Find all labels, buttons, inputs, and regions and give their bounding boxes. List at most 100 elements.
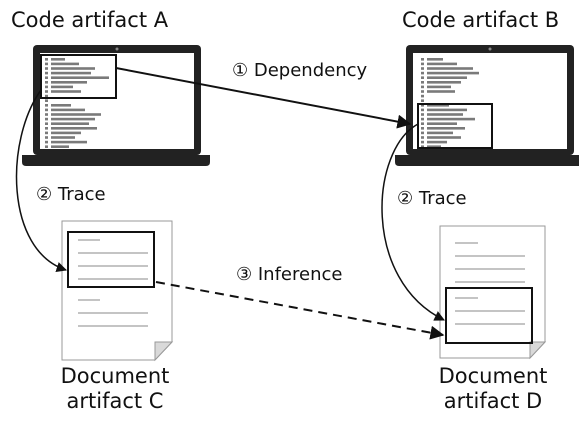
code-line <box>427 67 473 70</box>
code-line-marker <box>421 122 424 125</box>
code-line <box>427 122 457 125</box>
code-line-marker <box>421 90 424 93</box>
code-line <box>427 58 443 61</box>
code-line-marker <box>45 99 48 102</box>
code-line <box>51 131 81 135</box>
code-line <box>427 127 465 130</box>
laptop-b-icon <box>395 45 579 166</box>
code-line <box>51 117 95 121</box>
code-line <box>51 136 75 139</box>
code-line-marker <box>45 127 48 130</box>
edge-trace-a-c <box>15 89 67 273</box>
code-line <box>51 85 73 89</box>
code-line <box>427 136 461 139</box>
code-line <box>51 81 87 84</box>
code-line-marker <box>421 145 424 148</box>
laptop-a-icon <box>22 45 210 166</box>
code-selection-b <box>417 103 493 149</box>
code-line-marker <box>45 104 48 107</box>
code-line-marker <box>421 94 424 98</box>
code-line-marker <box>421 113 424 116</box>
code-line-marker <box>421 127 424 130</box>
document-c-label: Document artifact C <box>40 364 190 414</box>
code-line <box>51 113 101 116</box>
code-artifact-b-title: Code artifact B <box>402 8 560 32</box>
code-line <box>51 108 85 112</box>
code-line <box>51 76 109 79</box>
code-line-marker <box>45 140 48 144</box>
code-line <box>427 76 467 79</box>
doc-selection-d <box>445 287 533 344</box>
code-line <box>51 58 65 61</box>
code-line <box>427 104 449 107</box>
code-line <box>427 131 453 135</box>
trace-label-right: ② Trace <box>397 188 467 209</box>
document-c-label-line1: Document <box>60 364 170 388</box>
inference-label: ③ Inference <box>236 264 343 285</box>
code-line <box>51 122 89 125</box>
code-line-marker <box>45 113 48 116</box>
code-line <box>51 90 81 93</box>
code-line-marker <box>421 136 424 139</box>
code-line <box>427 62 457 66</box>
code-line-marker <box>421 58 424 61</box>
code-line <box>427 85 451 89</box>
code-line <box>51 67 95 70</box>
code-line-marker <box>421 104 424 107</box>
code-line <box>51 104 71 107</box>
code-line <box>427 108 467 112</box>
code-line-marker <box>421 62 424 66</box>
code-line-marker <box>45 117 48 121</box>
code-line-marker <box>421 140 424 144</box>
code-line-marker <box>421 67 424 70</box>
document-c-label-line2: artifact C <box>66 389 164 413</box>
code-line-marker <box>421 81 424 84</box>
code-line <box>427 145 441 148</box>
edge-dependency <box>115 67 412 129</box>
code-line <box>427 117 475 121</box>
code-selection-a <box>40 54 117 99</box>
code-line-marker <box>45 145 48 148</box>
code-line-marker <box>45 90 48 93</box>
code-lines-b <box>421 58 479 148</box>
code-line-marker <box>45 136 48 139</box>
code-line <box>427 71 479 75</box>
code-line-marker <box>45 71 48 75</box>
trace-label-left: ② Trace <box>36 184 106 205</box>
code-line-marker <box>45 94 48 98</box>
code-line-marker <box>45 131 48 135</box>
code-line-marker <box>45 85 48 89</box>
code-line <box>427 90 455 93</box>
code-line-marker <box>45 81 48 84</box>
code-line <box>51 145 69 148</box>
code-line-marker <box>45 67 48 70</box>
code-lines-a <box>45 58 109 148</box>
document-c-icon <box>61 220 174 362</box>
doc-selection-c <box>67 231 155 288</box>
code-line <box>51 71 91 75</box>
code-line-marker <box>45 122 48 125</box>
document-d-label: Document artifact D <box>418 364 568 414</box>
edge-trace-b-d <box>381 123 445 321</box>
code-line <box>427 140 447 144</box>
code-line-marker <box>421 85 424 89</box>
document-d-label-line1: Document <box>438 364 548 388</box>
code-line-marker <box>421 76 424 79</box>
code-line <box>427 113 463 116</box>
document-d-icon <box>439 225 547 360</box>
code-line-marker <box>421 117 424 121</box>
code-line-marker <box>421 131 424 135</box>
code-line <box>427 81 461 84</box>
code-line-marker <box>421 71 424 75</box>
code-line-marker <box>421 99 424 102</box>
document-d-label-line2: artifact D <box>443 389 543 413</box>
code-line <box>51 140 87 144</box>
code-line-marker <box>421 108 424 112</box>
code-line-marker <box>45 58 48 61</box>
dependency-label: ① Dependency <box>232 60 368 81</box>
code-line-marker <box>45 76 48 79</box>
code-line <box>51 127 97 130</box>
code-artifact-a-title: Code artifact A <box>11 8 169 32</box>
